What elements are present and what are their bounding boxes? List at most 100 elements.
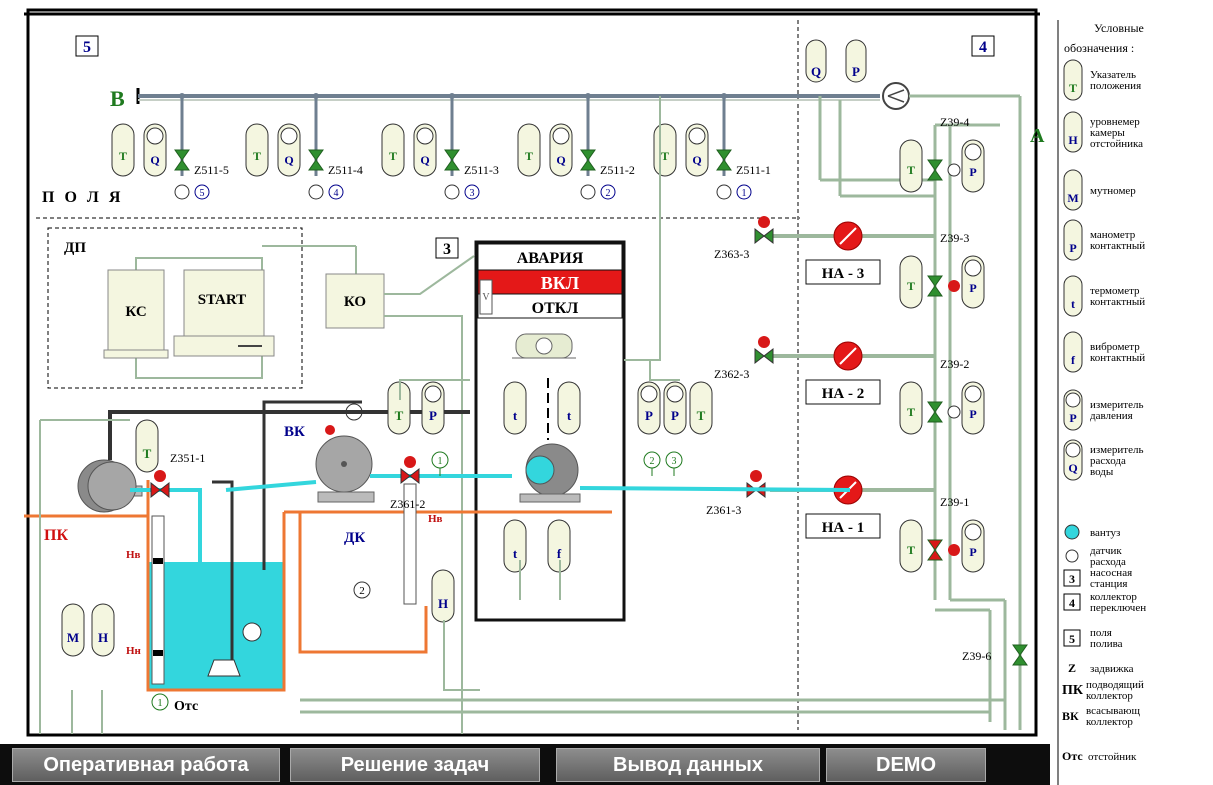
field-valve[interactable] [308, 149, 324, 171]
pipe-tp [399, 379, 470, 400]
collector-t-symbol: T [907, 279, 915, 293]
dk-label: ДК [344, 530, 365, 546]
sensor-ppt-t-symbol: T [697, 408, 706, 423]
legend-vantuz-icon [1064, 524, 1080, 540]
sensor-temp-3: t [503, 519, 527, 573]
pipe-black-3 [212, 480, 234, 660]
pipe-mh [71, 690, 103, 734]
tab-data-output[interactable]: Вывод данных [556, 748, 820, 782]
collector-valve-actuator[interactable] [947, 163, 961, 177]
sensor-turbidity: M [61, 603, 85, 657]
legend-symbol-letter: H [1068, 133, 1078, 147]
alarm-cell[interactable] [477, 243, 623, 271]
pump-unit-valve-actuator[interactable] [750, 470, 762, 482]
inline-valve-1[interactable] [150, 481, 170, 499]
off-cell[interactable] [477, 293, 623, 319]
pump-unit-slash [839, 347, 857, 365]
legend-item-text: термометр [1090, 285, 1140, 297]
line-b-label: В [110, 86, 125, 111]
legend-item-text: насосная [1090, 567, 1133, 579]
zone3-label: 3 [443, 241, 451, 258]
ots-label: Отс [174, 699, 198, 714]
collector-valve-group-6: Z39-6 [962, 644, 1028, 666]
field-valve[interactable] [444, 149, 460, 171]
field-gauge-dial [416, 127, 434, 145]
legend-symbol [1063, 111, 1083, 153]
collector-position-indicator [899, 519, 923, 573]
pump2-base [317, 491, 375, 503]
field-flow-sensor [444, 184, 460, 200]
field-number: 4 [334, 188, 339, 199]
dp-title: ДП [64, 240, 86, 256]
field-number: 3 [470, 188, 475, 199]
collector-valve[interactable] [927, 159, 943, 181]
field-position-indicator [245, 123, 269, 177]
field-tap [585, 93, 591, 99]
inline-valve-actuator[interactable] [154, 470, 166, 482]
field-number-circle [194, 184, 210, 200]
field-valve[interactable] [716, 149, 732, 171]
suction-funnel [207, 659, 241, 677]
field-q-symbol: Q [284, 153, 293, 167]
inline-valve-label: Z351-1 [170, 451, 205, 465]
collector-valve[interactable] [927, 539, 943, 561]
ko-box[interactable] [325, 273, 385, 329]
inline-valve-actuator[interactable] [404, 456, 416, 468]
collector-valve[interactable] [927, 401, 943, 423]
legend-item-text: камеры [1090, 126, 1125, 139]
sensor-ppt-p1-dial [640, 385, 658, 403]
collector-p-symbol: P [969, 165, 976, 179]
tab-problem-solving[interactable]: Решение задач [290, 748, 540, 782]
sensor-z351-t-body [135, 419, 159, 473]
pump-unit-valve-actuator[interactable] [758, 336, 770, 348]
start-monitor[interactable] [183, 269, 265, 337]
legend-title-2: обозначения : [1064, 41, 1135, 55]
ots-circle [151, 693, 169, 711]
field-flow-sensor [716, 184, 732, 200]
collector-valve-actuator[interactable] [948, 544, 960, 556]
collector-valve-actuator[interactable] [947, 405, 961, 419]
legend-flow-icon [1065, 549, 1079, 563]
flow-sensor-2 [353, 581, 371, 599]
collector-t-symbol: T [907, 543, 915, 557]
zone4-box [971, 35, 995, 57]
legend-item-text: всасывающ [1086, 705, 1140, 717]
field-gauge-dial [280, 127, 298, 145]
legend-item-text: вантуз [1090, 526, 1121, 539]
sensor-tp-p: P [421, 381, 445, 435]
field-t-symbol: T [119, 149, 127, 163]
ks-stand [103, 349, 169, 359]
collector-t-symbol: T [907, 163, 915, 177]
collector-valve[interactable] [927, 275, 943, 297]
tab-operative-work[interactable]: Оперативная работа [12, 748, 280, 782]
inline-valve-2[interactable] [400, 467, 420, 485]
ko-bus [384, 315, 463, 734]
tank-sensor [242, 622, 262, 642]
pump-unit-valve[interactable] [754, 347, 774, 365]
legend-letter: ПК [1062, 683, 1084, 698]
sensor-tp-p-dial [424, 385, 442, 403]
v-label: V [482, 292, 490, 303]
legend-symbol-letter: P [1069, 241, 1076, 255]
legend-box-number: 4 [1069, 596, 1075, 610]
field-valve[interactable] [580, 149, 596, 171]
collector-valve-6[interactable] [1012, 644, 1028, 666]
pump-unit-valve-actuator[interactable] [758, 216, 770, 228]
sensor-level-2: H [431, 569, 455, 623]
vk-valve-dot[interactable] [325, 425, 335, 435]
legend-symbol-letter: M [1067, 191, 1078, 205]
tab-demo[interactable]: DEMO [826, 748, 986, 782]
ks-label: КС [125, 304, 146, 320]
center-pump-inlet [525, 455, 555, 485]
pump-unit-valve[interactable] [754, 227, 774, 245]
field-t-symbol: T [253, 149, 261, 163]
collector-valve-actuator[interactable] [948, 280, 960, 292]
field-flow-sensor [308, 184, 324, 200]
legend-item-text: манометр [1090, 229, 1136, 241]
sensor-temp-1-symbol: t [513, 408, 518, 423]
field-valve[interactable] [174, 149, 190, 171]
sensor-z351-t: T [135, 419, 159, 473]
